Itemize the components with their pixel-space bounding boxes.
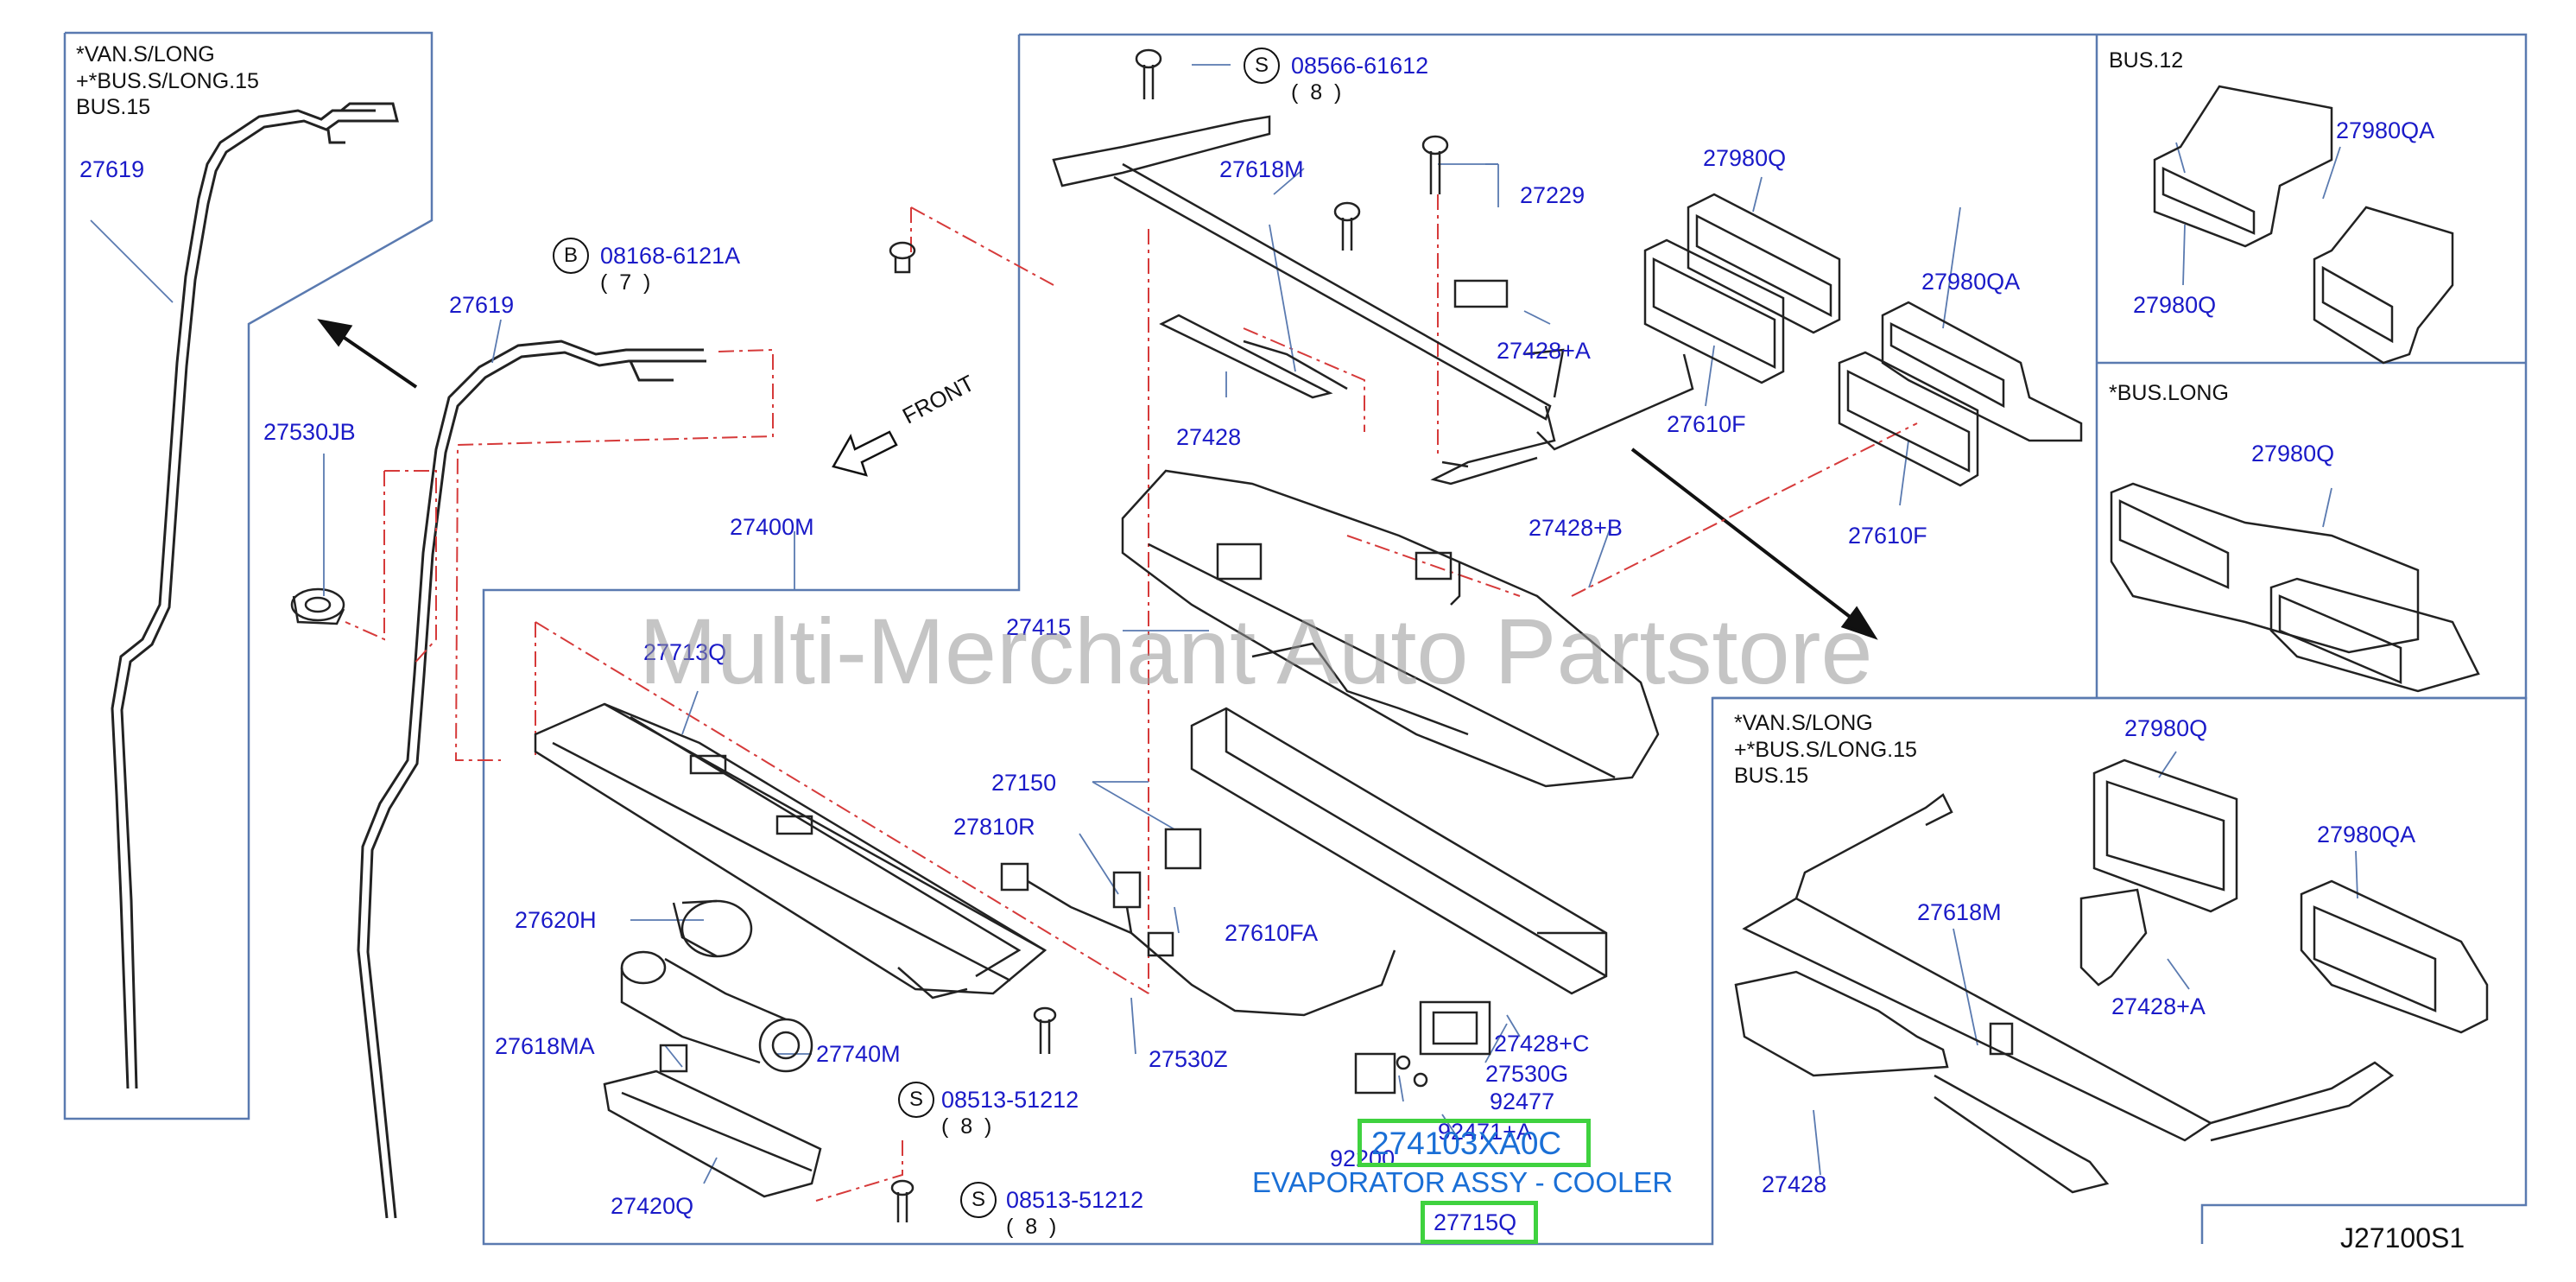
- fastener-symbol-b: B: [553, 238, 589, 274]
- fastener-part-08513-51212-b[interactable]: 08513-51212: [1006, 1187, 1144, 1213]
- tube-27619-top-left: [111, 102, 399, 1089]
- part-label-27428A-top[interactable]: 27428+A: [1497, 338, 1591, 364]
- part-label-27530Z[interactable]: 27530Z: [1149, 1046, 1228, 1072]
- duct-buslong: [2110, 482, 2480, 693]
- part-label-27620H[interactable]: 27620H: [515, 907, 597, 933]
- part-label-27618M-br[interactable]: 27618M: [1917, 899, 2002, 925]
- note-bus12: BUS.12: [2109, 48, 2184, 73]
- part-label-27428B[interactable]: 27428+B: [1529, 515, 1623, 541]
- clamp-27530JB: [290, 587, 345, 625]
- part-label-27980QA-bus12[interactable]: 27980QA: [2336, 117, 2435, 143]
- duct-27980Q-top: [1643, 193, 1841, 384]
- panel-top-left: [63, 31, 434, 1120]
- fastener-symbol-s1: S: [1244, 48, 1280, 84]
- part-label-27428-top[interactable]: 27428: [1176, 424, 1242, 450]
- screws-left: [889, 48, 1449, 1222]
- duct-bus12: [2153, 85, 2454, 365]
- panel-borders: [63, 31, 2528, 1246]
- filter-27620H: [672, 899, 753, 958]
- direction-arrows: [317, 319, 1878, 640]
- part-label-27618MA[interactable]: 27618MA: [495, 1033, 595, 1059]
- part-label-27610F-a[interactable]: 27610F: [1667, 411, 1746, 437]
- part-label-27420Q[interactable]: 27420Q: [611, 1193, 694, 1219]
- part-label-27980QA-br[interactable]: 27980QA: [2317, 822, 2416, 847]
- part-label-27740M[interactable]: 27740M: [816, 1041, 901, 1067]
- fastener-part-08513-51212-a[interactable]: 08513-51212: [941, 1087, 1079, 1113]
- part-label-27980Q-bus12[interactable]: 27980Q: [2133, 292, 2217, 318]
- lower-case-27420Q: [603, 1044, 822, 1198]
- part-label-27715Q[interactable]: 27715Q: [1434, 1209, 1517, 1235]
- part-label-27980Q-top[interactable]: 27980Q: [1703, 145, 1787, 171]
- fastener-qty-1: ( 8 ): [1291, 80, 1342, 105]
- part-label-27980QA-top[interactable]: 27980QA: [1921, 269, 2021, 295]
- fastener-symbol-s2: S: [898, 1082, 934, 1118]
- highlight-box-27715Q[interactable]: [1421, 1201, 1538, 1244]
- part-label-27618M-top[interactable]: 27618M: [1219, 156, 1304, 182]
- part-label-27428A-br[interactable]: 27428+A: [2111, 993, 2206, 1019]
- part-label-27713Q[interactable]: 27713Q: [643, 639, 727, 665]
- tube-27619-main: [357, 340, 706, 1219]
- crossmember-27618M-top: [1052, 115, 1694, 486]
- part-label-27980Q-buslong[interactable]: 27980Q: [2251, 441, 2335, 466]
- highlight-part-number[interactable]: 274103XA0C: [1371, 1126, 1562, 1161]
- part-label-92471A[interactable]: 92471+A: [1438, 1119, 1532, 1145]
- note-variant-bottom-right: *VAN.S/LONG +*BUS.S/LONG.15 BUS.15: [1734, 711, 1917, 788]
- highlight-description: EVAPORATOR ASSY - COOLER: [1252, 1166, 1674, 1198]
- part-label-27428-br[interactable]: 27428: [1762, 1171, 1827, 1197]
- reference-lines: [345, 194, 1918, 1202]
- diagram-id: J27100S1: [2340, 1222, 2465, 1253]
- fastener-part-08566-61612[interactable]: 08566-61612: [1291, 53, 1429, 79]
- fastener-part-08168-6121A[interactable]: 08168-6121A: [600, 243, 741, 269]
- part-label-27619-b[interactable]: 27619: [449, 292, 515, 318]
- part-label-27530G[interactable]: 27530G: [1485, 1061, 1569, 1087]
- part-label-27229[interactable]: 27229: [1520, 182, 1585, 208]
- part-label-27980Q-br[interactable]: 27980Q: [2124, 715, 2208, 741]
- part-label-27619-a[interactable]: 27619: [79, 156, 145, 182]
- note-bus-long: *BUS.LONG: [2109, 381, 2229, 405]
- motor-27740M: [620, 950, 813, 1073]
- detail-bottom-right: [1734, 758, 2489, 1194]
- highlight-box-part-number[interactable]: [1358, 1119, 1591, 1167]
- harness-27530Z: [1000, 828, 1396, 1017]
- fastener-symbol-s3: S: [960, 1182, 997, 1218]
- front-arrow: [832, 430, 898, 477]
- fastener-qty-2: ( 7 ): [600, 270, 651, 295]
- part-label-27415[interactable]: 27415: [1006, 614, 1072, 640]
- evaporator-core: [1190, 707, 1608, 1095]
- part-label-92477[interactable]: 92477: [1490, 1088, 1555, 1114]
- note-variant-top-left: *VAN.S/LONG +*BUS.S/LONG.15 BUS.15: [76, 42, 259, 119]
- part-label-27610FA[interactable]: 27610FA: [1225, 920, 1319, 946]
- part-label-27150[interactable]: 27150: [991, 770, 1057, 796]
- panel-main: [482, 33, 2528, 1246]
- duct-27980QA-top: [1838, 301, 2083, 487]
- part-label-27530JB[interactable]: 27530JB: [263, 419, 356, 445]
- part-label-27400M[interactable]: 27400M: [730, 514, 814, 540]
- fastener-qty-4: ( 8 ): [1006, 1215, 1057, 1239]
- part-label-27428C[interactable]: 27428+C: [1494, 1031, 1590, 1057]
- duct-unit-27713Q: [534, 702, 1047, 1000]
- upper-case-27415: [1121, 469, 1660, 788]
- panel-bottom-right: [1712, 696, 2528, 1244]
- part-label-27610F-b[interactable]: 27610F: [1848, 523, 1927, 549]
- fastener-qty-3: ( 8 ): [941, 1114, 992, 1139]
- part-label-27810R[interactable]: 27810R: [953, 814, 1035, 840]
